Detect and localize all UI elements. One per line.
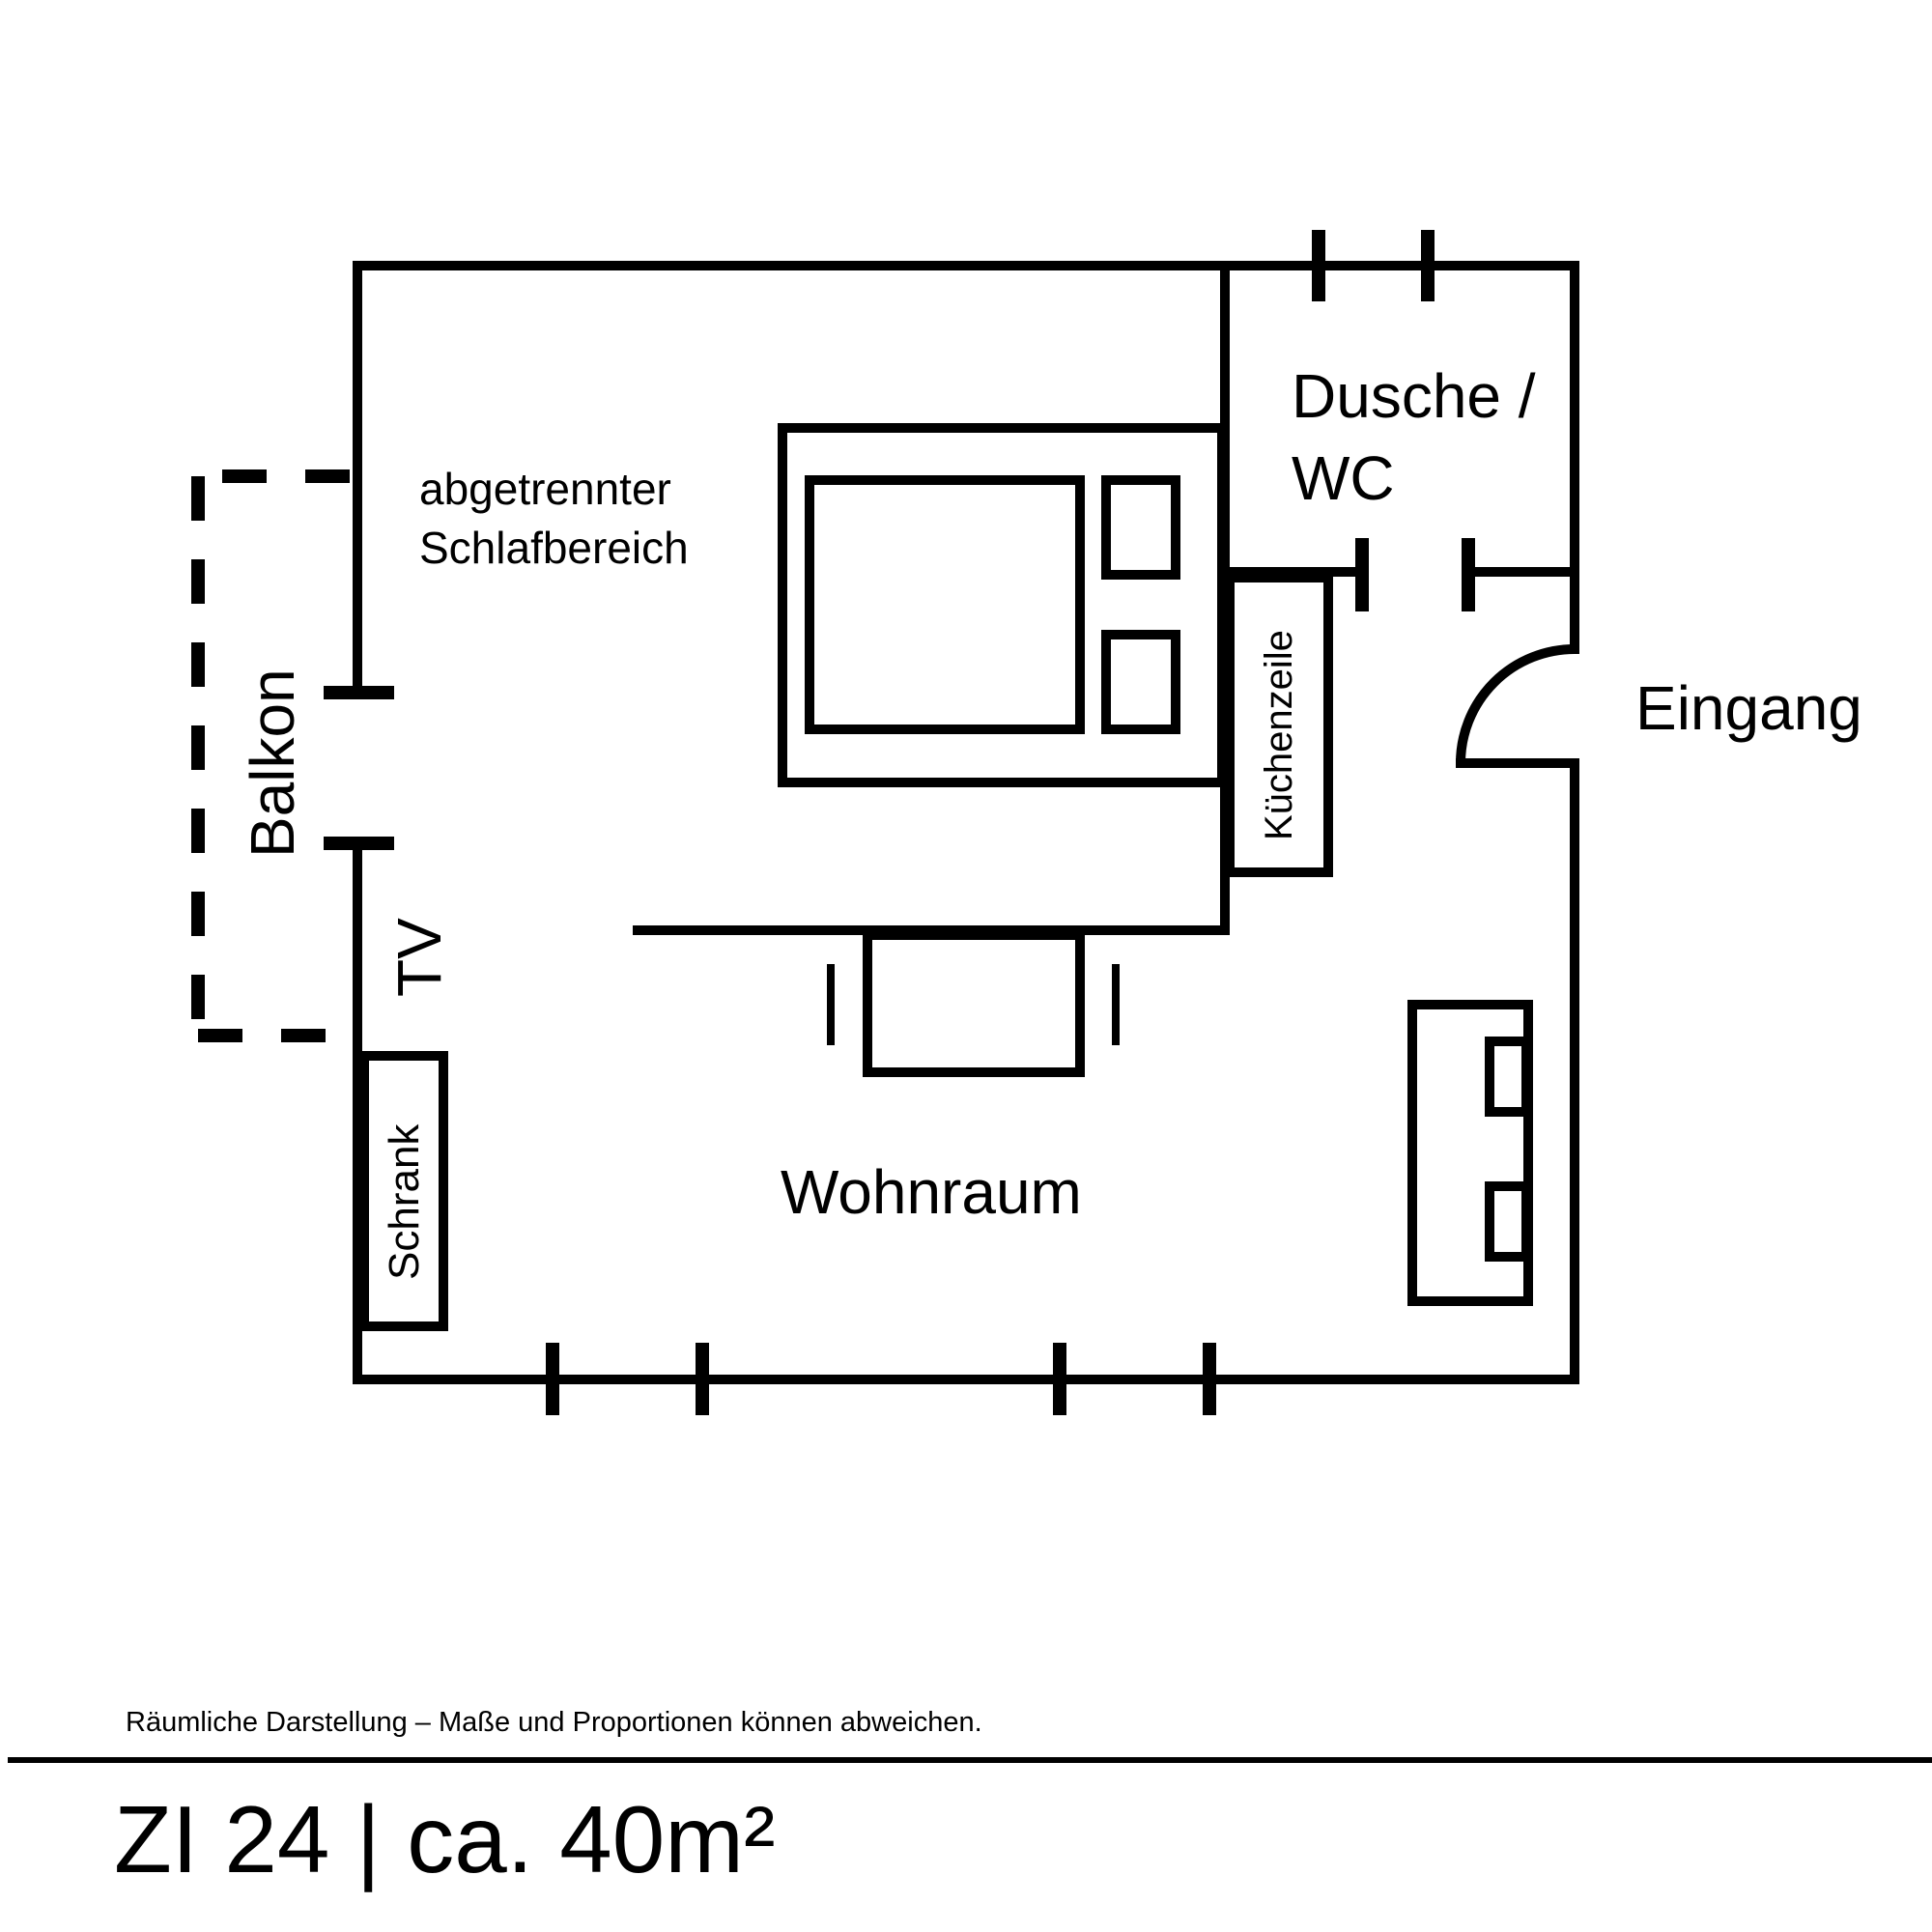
wardrobe-cabinet [359,1051,448,1331]
balcony-door [324,686,394,850]
dining-table [827,930,1120,1077]
kitchenette-counter [1225,573,1333,877]
bathroom-door [1355,538,1475,611]
balcony-outline [191,469,350,1042]
bathroom-label-line2: WC [1292,443,1395,513]
windows [546,230,1435,1415]
entrance-door [1455,643,1580,769]
entrance-label: Eingang [1635,673,1862,743]
balcony-label: Balkon [238,668,307,858]
bathroom-label-line1: Dusche / [1292,361,1536,431]
sleeping-area-label-line1: abgetrennter [419,464,671,514]
sofa [1407,1000,1533,1306]
tv-label: TV [384,918,454,997]
disclaimer-text: Räumliche Darstellung – Maße und Proport… [126,1707,982,1738]
wardrobe-label: Schrank [381,1123,428,1280]
sleeping-area-label-line2: Schlafbereich [419,523,689,573]
outer-walls [353,261,1579,1384]
unit-title: ZI 24 | ca. 40m² [114,1786,775,1892]
living-room-label: Wohnraum [781,1157,1082,1227]
kitchenette-label: Küchenzeile [1258,630,1300,840]
bed [778,423,1227,787]
